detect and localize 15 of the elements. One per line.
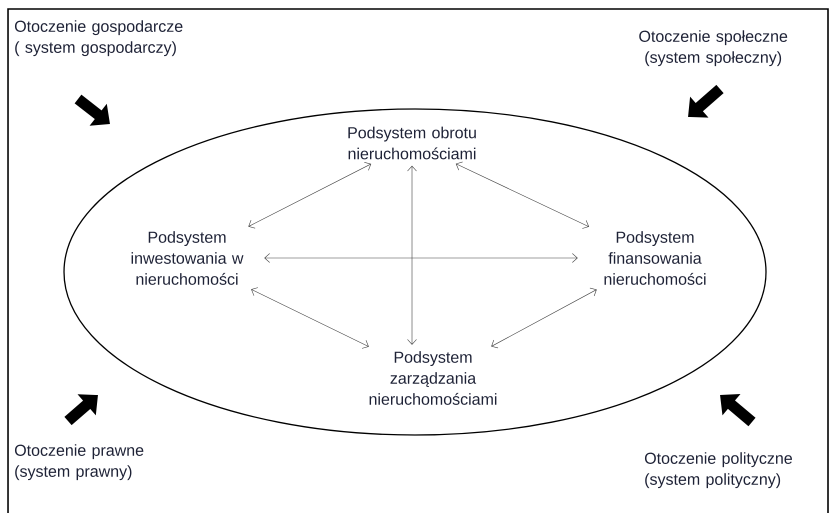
arrow <box>491 288 597 348</box>
environment-label: Otoczenie społeczne (system społeczny) <box>639 30 788 66</box>
environment-label: Otoczenie gospodarcze ( system gospodarczy) <box>14 20 182 56</box>
subsystem-label: Podsystem obrotu nieruchomościami <box>348 126 476 160</box>
subsystem-label: Podsystem inwestowania w nieruchomości <box>132 231 244 285</box>
arrow <box>264 253 578 263</box>
environment-label: Otoczenie prawne (system prawny) <box>14 444 144 480</box>
arrow <box>248 162 372 228</box>
arrow <box>251 287 369 349</box>
subsystem-label: Podsystem finansowania nieruchomości <box>604 231 706 285</box>
subsystem-label: Podsystem zarządzania nieruchomościami <box>370 351 496 405</box>
environment-label: Otoczenie polityczne (system polityczny) <box>644 452 792 488</box>
arrow <box>407 166 417 345</box>
ellipse-boundary <box>63 108 767 436</box>
arrow <box>456 162 590 229</box>
